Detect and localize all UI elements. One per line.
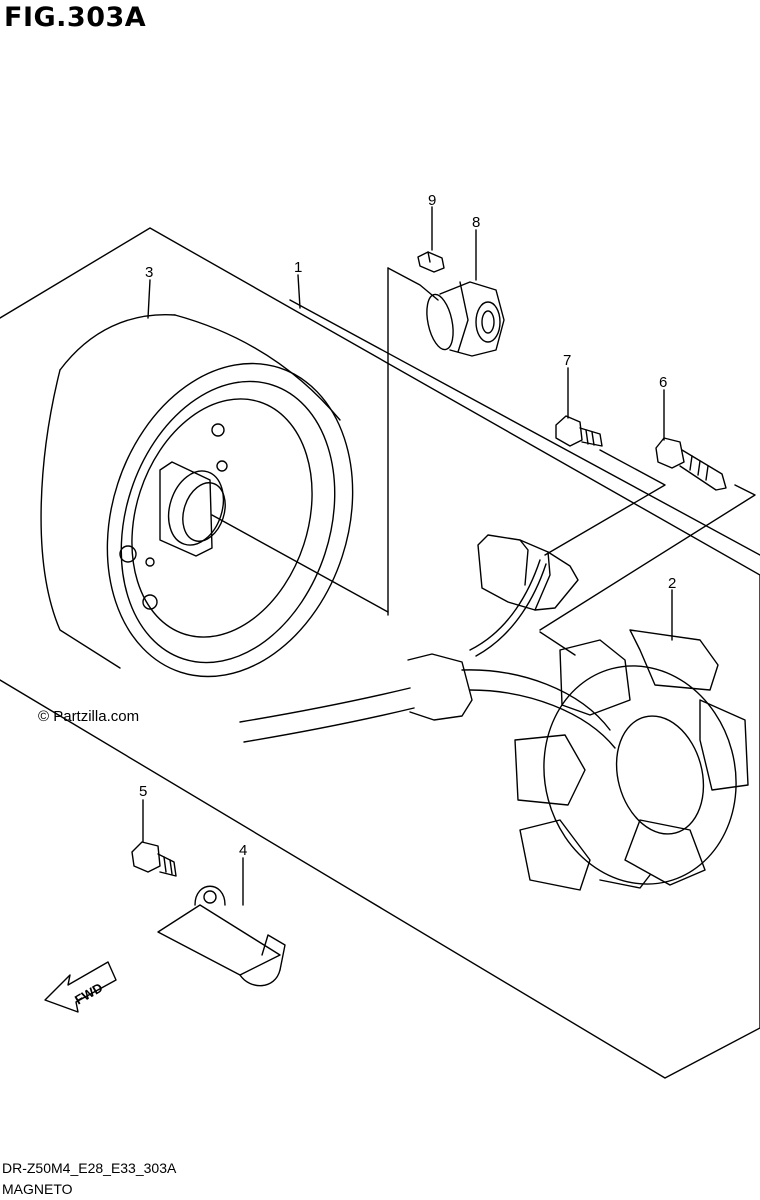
frame-line-bolt6 [539,484,756,631]
callout-2: 2 [668,575,676,592]
part-clamp [157,885,286,987]
frame-line-nut [387,267,439,301]
figure-caption: MAGNETO [2,1181,73,1197]
part-rotor [40,313,389,678]
part-bolt-short [555,415,603,447]
part-nut [426,281,505,357]
callout-5: 5 [139,783,147,800]
part-bolt-long [655,437,727,491]
copyright-watermark: © Partzilla.com [38,708,140,725]
callout-9: 9 [428,192,436,209]
fwd-arrow-icon: FWD [44,961,117,1013]
callout-7: 7 [563,352,571,369]
callout-6: 6 [659,374,667,391]
part-screw [131,841,177,877]
part-key [417,251,445,273]
frame-line-shaft [289,299,760,556]
part-stator [239,629,749,891]
figure-title: FIG.303A [4,2,147,33]
catalog-code: DR-Z50M4_E28_E33_303A [2,1160,177,1176]
assembly-frame [0,227,760,1079]
callout-1: 1 [294,259,302,276]
part-pickup-coil [469,534,579,657]
frame-line-bolt7 [544,449,666,556]
leader-1 [297,274,301,309]
frame-line-stator [539,631,576,656]
leader-3 [147,279,151,319]
callout-8: 8 [472,214,480,231]
callout-3: 3 [145,264,153,281]
callout-4: 4 [239,842,247,859]
